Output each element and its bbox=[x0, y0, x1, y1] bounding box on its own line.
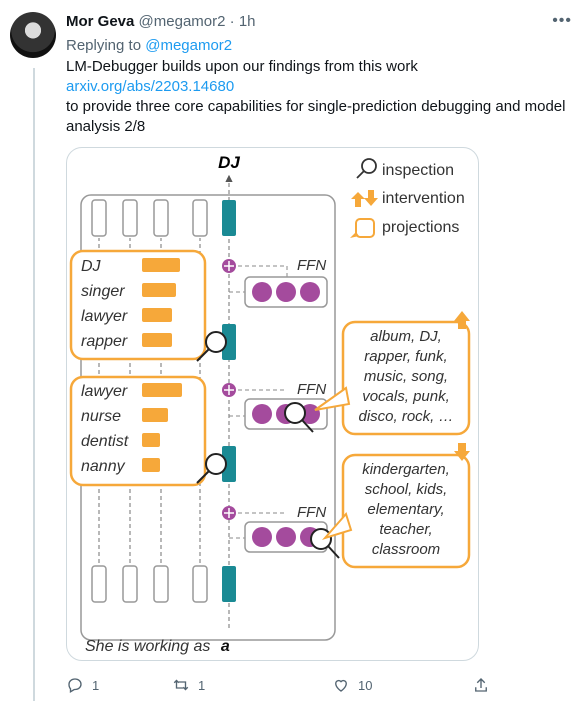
author-handle[interactable]: @megamor2 bbox=[138, 13, 226, 30]
box2-word: dentist bbox=[81, 433, 129, 450]
legend-intervention: intervention bbox=[382, 190, 465, 207]
reply-handle-link[interactable]: @megamor2 bbox=[145, 37, 233, 54]
box2-word: lawyer bbox=[81, 383, 128, 400]
arrow-down-icon bbox=[454, 443, 470, 461]
reply-icon bbox=[68, 678, 82, 693]
ffn-label-2: FFN bbox=[297, 381, 326, 398]
intervention-icon bbox=[351, 190, 378, 207]
arxiv-link[interactable]: arxiv.org/abs/2203.14680 bbox=[66, 78, 235, 95]
tweet-text: LM-Debugger builds upon our findings fro… bbox=[66, 57, 576, 137]
ffn-label-3: FFN bbox=[297, 504, 326, 521]
retweet-button[interactable]: 1 bbox=[172, 676, 205, 694]
projection-box-1 bbox=[69, 249, 207, 361]
replying-to: Replying to @megamor2 bbox=[66, 37, 232, 54]
bubble-up-line: music, song, bbox=[364, 368, 448, 385]
author-name[interactable]: Mor Geva bbox=[66, 13, 135, 30]
projection-bubble-up bbox=[341, 320, 471, 436]
legend-projections: projections bbox=[382, 219, 459, 236]
box1-bar bbox=[142, 283, 176, 297]
box2-bar bbox=[142, 383, 182, 397]
bubble-up-line: rapper, funk, bbox=[364, 348, 447, 365]
bubble-up-line: album, DJ, bbox=[370, 328, 442, 345]
input-sentence: She is working as bbox=[85, 638, 210, 655]
box2-bar bbox=[142, 408, 168, 422]
top-label: DJ bbox=[218, 153, 240, 172]
share-button[interactable] bbox=[472, 676, 490, 694]
tweet-line-1: LM-Debugger builds upon our findings fro… bbox=[66, 58, 418, 75]
box2-bar bbox=[142, 433, 160, 447]
share-icon bbox=[475, 678, 487, 692]
reply-button[interactable]: 1 bbox=[66, 676, 99, 694]
like-button[interactable]: 10 bbox=[332, 676, 372, 694]
bubble-up-line: vocals, punk, bbox=[362, 388, 450, 405]
timestamp[interactable]: 1h bbox=[238, 13, 256, 30]
box2-word: nanny bbox=[81, 458, 126, 475]
box1-word: singer bbox=[81, 283, 125, 300]
box1-bar bbox=[142, 258, 180, 272]
box1-word: rapper bbox=[81, 333, 128, 350]
box1-word: DJ bbox=[81, 258, 102, 275]
lm-debugger-figure: DJ FFN bbox=[69, 153, 471, 655]
box1-word: lawyer bbox=[81, 308, 128, 325]
ffn-label-1: FFN bbox=[297, 257, 326, 274]
projection-bubble-down bbox=[341, 453, 471, 569]
separator-dot: · bbox=[229, 13, 235, 30]
tweet-header: Mor Geva @megamor2 · 1h bbox=[66, 13, 256, 30]
magnifier-icons bbox=[196, 331, 340, 559]
bubble-up-line: disco, rock, … bbox=[358, 408, 453, 425]
reply-count: 1 bbox=[92, 677, 100, 693]
bubble-down-line: teacher, bbox=[379, 521, 432, 538]
thread-line bbox=[33, 68, 35, 701]
bubble-down-line: elementary, bbox=[367, 501, 444, 518]
projection-box-2 bbox=[69, 375, 207, 487]
replying-to-label: Replying to bbox=[66, 37, 146, 54]
tweet-line-2: to provide three core capabilities for s… bbox=[66, 98, 566, 135]
legend-inspection: inspection bbox=[382, 162, 454, 179]
svg-text:She is working as a: She is working as a bbox=[85, 638, 230, 655]
input-last-token: a bbox=[221, 638, 230, 655]
tweet-image[interactable]: DJ FFN bbox=[66, 147, 479, 661]
avatar[interactable] bbox=[10, 12, 56, 58]
retweet-icon bbox=[173, 679, 189, 691]
box2-bar bbox=[142, 458, 160, 472]
box1-bar bbox=[142, 333, 172, 347]
heart-icon bbox=[335, 679, 347, 692]
like-count: 10 bbox=[358, 677, 373, 693]
inspection-icon bbox=[361, 158, 377, 174]
bubble-down-line: kindergarten, bbox=[362, 461, 450, 478]
bubble-down-line: classroom bbox=[372, 541, 440, 558]
box2-word: nurse bbox=[81, 408, 121, 425]
bubble-down-line: school, kids, bbox=[365, 481, 448, 498]
retweet-count: 1 bbox=[198, 677, 206, 693]
more-options-icon[interactable]: ••• bbox=[552, 12, 572, 29]
arrow-up-icon bbox=[454, 311, 470, 329]
box1-bar bbox=[142, 308, 172, 322]
projections-icon bbox=[355, 218, 375, 238]
